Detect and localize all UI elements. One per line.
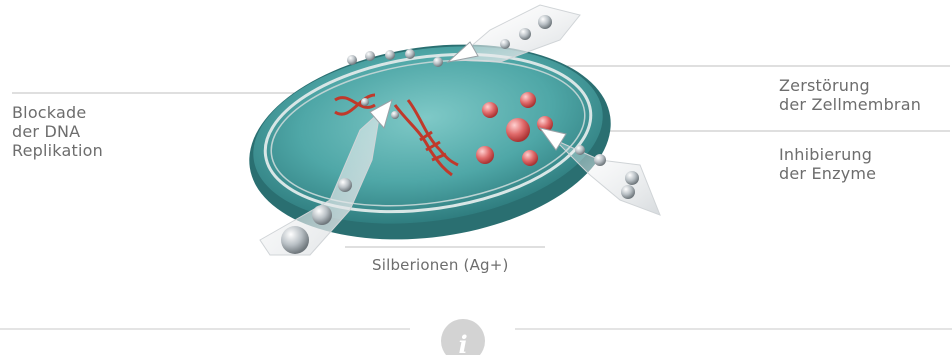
- label-silver-ions: Silberionen (Ag+): [372, 256, 509, 275]
- label-enzymes: Inhibierung der Enzyme: [779, 145, 876, 183]
- label-line: Inhibierung: [779, 145, 876, 164]
- label-line: der DNA: [12, 122, 103, 141]
- label-line: Replikation: [12, 141, 103, 160]
- label-line: Zerstörung: [779, 76, 921, 95]
- label-dna-replication: Blockade der DNA Replikation: [12, 103, 103, 160]
- label-line: der Enzyme: [779, 164, 876, 183]
- info-icon[interactable]: i: [435, 315, 491, 355]
- info-glyph: i: [458, 330, 467, 355]
- silver-arrow-top: [448, 5, 580, 62]
- label-line: der Zellmembran: [779, 95, 921, 114]
- label-cell-membrane: Zerstörung der Zellmembran: [779, 76, 921, 114]
- label-line: Blockade: [12, 103, 103, 122]
